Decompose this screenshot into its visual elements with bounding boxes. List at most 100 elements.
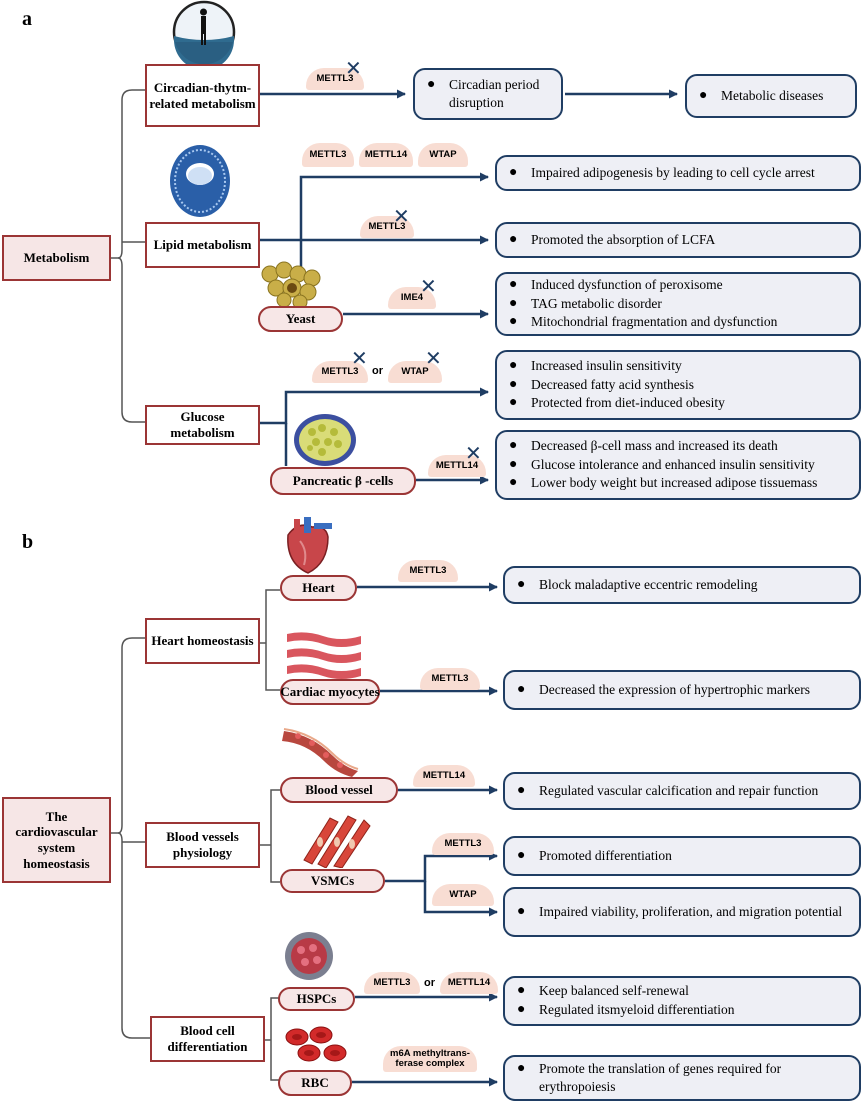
- bullet: ●: [699, 87, 708, 103]
- cardiovascular-root-box: The cardiovascular system homeostasis: [2, 797, 111, 883]
- glucose-wtap-tag: WTAP: [388, 361, 442, 383]
- hspc-label: HSPCs: [296, 991, 337, 1006]
- hspc-node: HSPCs: [278, 987, 355, 1011]
- yeast-cells-icon: [258, 260, 326, 310]
- outcome-text: Metabolic diseases: [721, 87, 824, 103]
- rbc-node: RBC: [278, 1070, 352, 1096]
- outcome-text: TAG metabolic disorder: [531, 295, 662, 311]
- bullet: ●: [509, 231, 518, 247]
- blood-vessel-label: Blood vessel: [305, 782, 373, 797]
- lipid-mettl3-tag: METTL3: [302, 143, 354, 167]
- outcome-text: Regulated vascular calcification and rep…: [539, 782, 819, 798]
- beta-cells-node: Pancreatic β -cells: [270, 467, 416, 495]
- bullet: ●: [509, 376, 518, 392]
- beta-mettl14-tag: METTL14: [428, 455, 486, 477]
- bullet: ●: [509, 164, 518, 180]
- bullet: ●: [509, 456, 518, 472]
- vsmc-icon: [300, 812, 372, 869]
- heart-mettl3-tag: METTL3: [398, 560, 458, 582]
- blood-vessel-node: Blood vessel: [280, 777, 398, 803]
- metabolic-diseases-box: ● Metabolic diseases: [685, 74, 857, 118]
- bullet: ●: [517, 782, 526, 798]
- blood-vessel-icon: [282, 725, 360, 777]
- erythropoiesis-box: ● Promote the translation of genes requir…: [503, 1055, 861, 1101]
- circadian-period-disruption-box: ●Circadian period disruption: [413, 68, 563, 120]
- glucose-metabolism-box: Glucose metabolism: [145, 405, 260, 445]
- lipid-metabolism-box: Lipid metabolism: [145, 222, 260, 268]
- lipid-droplet-icon: [165, 140, 235, 222]
- bullet: ●: [509, 437, 518, 453]
- panel-b-brace: [111, 589, 280, 1081]
- heart-homeostasis-box: Heart homeostasis: [145, 618, 260, 664]
- lcfa-absorption-box: ● Promoted the absorption of LCFA: [495, 222, 861, 258]
- panel-a-brace: [111, 89, 145, 423]
- vsmc-node: VSMCs: [280, 869, 385, 893]
- heart-node-label: Heart: [302, 580, 335, 595]
- hspc-icon: [283, 930, 335, 982]
- red-blood-cells-icon: [283, 1025, 351, 1069]
- yeast-outcome-box: ● Induced dysfunction of peroxisome ● TAG …: [495, 272, 861, 336]
- inhibition-x-mark: ✕: [420, 274, 437, 298]
- circadian-mettl3-tag: METTL3: [306, 68, 364, 90]
- cardiac-mettl3-tag: METTL3: [420, 668, 480, 690]
- glucose-metabolism-label: Glucose metabolism: [170, 409, 235, 440]
- outcome-text: Block maladaptive eccentric remodeling: [539, 576, 758, 592]
- panel-label-a: a: [22, 8, 32, 30]
- vsmc-mettl3-tag: METTL3: [432, 833, 494, 855]
- bullet: ●: [509, 276, 518, 292]
- outcome-text: Promote the translation of genes require…: [539, 1060, 782, 1094]
- outcome-text: Promoted the absorption of LCFA: [531, 231, 716, 247]
- outcome-text: Glucose intolerance and enhanced insulin…: [531, 456, 815, 472]
- bullet: ●: [509, 295, 518, 311]
- clock-person-icon: [168, 0, 240, 70]
- inhibition-x-mark: ✕: [425, 346, 442, 370]
- inhibition-x-mark: ✕: [393, 204, 410, 228]
- panel-label-b: b: [22, 531, 34, 553]
- blood-cell-differentiation-label: Blood cell differentiation: [167, 1023, 248, 1054]
- bullet: ●: [517, 576, 526, 592]
- circadian-metabolism-label: Circadian-thytm-related metabolism: [149, 79, 256, 111]
- impaired-adipogenesis-box: ● Impaired adipogenesis by leading to cel…: [495, 155, 861, 191]
- yeast-node: Yeast: [258, 306, 343, 332]
- cardiac-myocytes-node: Cardiac myocytes: [280, 679, 380, 705]
- lipid-wtap-tag: WTAP: [418, 143, 468, 167]
- metabolism-root-label: Metabolism: [23, 250, 90, 266]
- heart-homeostasis-label: Heart homeostasis: [151, 633, 254, 649]
- outcome-text: Circadian period disruption: [449, 76, 540, 110]
- bullet: ●: [517, 847, 526, 863]
- lipid-metabolism-label: Lipid metabolism: [153, 237, 252, 253]
- insulin-sensitivity-box: ●Increased insulin sensitivity ●Decrease…: [495, 350, 861, 420]
- outcome-text: Impaired viability, proliferation, and m…: [539, 903, 843, 919]
- inhibition-x-mark: ✕: [465, 441, 482, 465]
- bullet: ●: [509, 475, 518, 491]
- circadian-metabolism-box: Circadian-thytm-related metabolism: [145, 64, 260, 127]
- outcome-text: Protected from diet-induced obesity: [531, 395, 725, 411]
- rbc-m6a-complex-tag: m6A methyltrans-ferase complex: [383, 1046, 477, 1072]
- cardiovascular-root-label: The cardiovascular system homeostasis: [15, 808, 98, 871]
- blood-cell-differentiation-box: Blood cell differentiation: [150, 1016, 265, 1062]
- eccentric-remodeling-box: ● Block maladaptive eccentric remodeling: [503, 566, 861, 604]
- lipid-mettl3-tag-2: METTL3: [360, 216, 414, 238]
- outcome-text: Keep balanced self-renewal: [539, 983, 689, 999]
- blood-vessels-physiology-label: Blood vessels physiology: [166, 829, 239, 860]
- lipid-mettl14-tag: METTL14: [359, 143, 413, 167]
- beta-cell-outcome-box: ●Decreased β-cell mass and increased its…: [495, 430, 861, 500]
- heart-organ-icon: [278, 515, 340, 575]
- yeast-ime4-tag: IME4: [388, 287, 436, 309]
- vsmc-wtap-tag: WTAP: [432, 884, 494, 906]
- cardiac-myocytes-label: Cardiac myocytes: [280, 684, 380, 699]
- hypertrophic-markers-box: ●Decreased the expression of hypertrophi…: [503, 670, 861, 710]
- beta-cells-label: Pancreatic β -cells: [292, 473, 394, 488]
- outcome-text: Induced dysfunction of peroxisome: [531, 276, 723, 292]
- bv-mettl14-tag: METTL14: [413, 765, 475, 787]
- heart-node: Heart: [280, 575, 357, 601]
- outcome-text: Impaired adipogenesis by leading to cell…: [531, 164, 815, 180]
- glucose-mettl3-tag: METTL3: [312, 361, 368, 383]
- bullet: ●: [517, 1060, 526, 1076]
- bullet: ●: [517, 681, 526, 697]
- inhibition-x-mark: ✕: [351, 346, 368, 370]
- outcome-text: Increased insulin sensitivity: [531, 357, 682, 373]
- bullet: ●: [517, 983, 526, 999]
- vsmc-label: VSMCs: [310, 873, 355, 888]
